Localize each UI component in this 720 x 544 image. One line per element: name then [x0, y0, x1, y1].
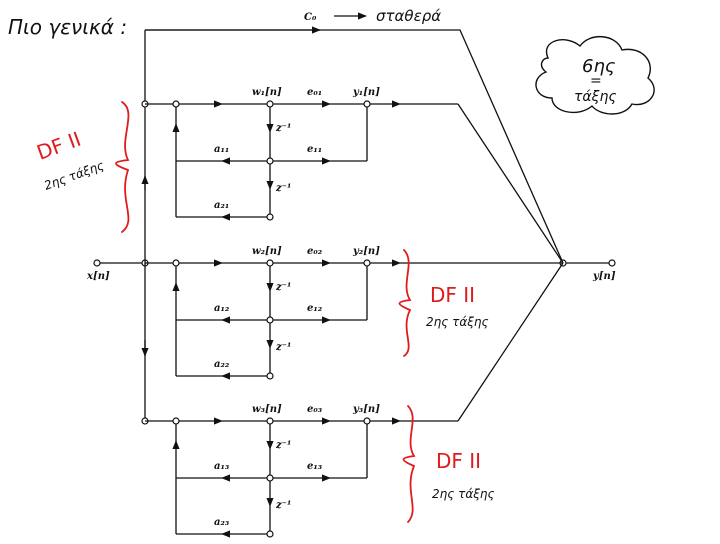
z-inverse-label-1: z⁻¹ [275, 440, 291, 451]
y-label: y₃[n] [352, 404, 380, 415]
delay1-node [266, 316, 274, 324]
w-node [266, 100, 274, 108]
delay2-node [266, 530, 274, 538]
w-label: w₁[n] [252, 87, 282, 98]
z-inverse-label-1: z⁻¹ [275, 123, 291, 134]
y-label: y₁[n] [352, 87, 380, 98]
order-note-line1: 6ης [582, 56, 616, 77]
annotation-title: DF II [34, 127, 85, 165]
y-node [363, 100, 371, 108]
a1-label: a₁₁ [214, 144, 229, 155]
curly-brace [402, 405, 416, 523]
e1-label: e₁₁ [307, 144, 322, 155]
input-node [93, 259, 101, 267]
c0-label: C₀ [304, 12, 317, 23]
w-node [266, 259, 274, 267]
z-inverse-label-1: z⁻¹ [275, 282, 291, 293]
e0-label: e₀₁ [307, 87, 322, 98]
y-node [363, 417, 371, 425]
w-node [266, 417, 274, 425]
curly-brace [115, 101, 130, 233]
adder-node [172, 259, 180, 267]
a1-label: a₁₂ [214, 303, 230, 314]
to-sum-wire [457, 262, 564, 422]
w-label: w₂[n] [252, 246, 282, 257]
y-node [363, 259, 371, 267]
a1-label: a₁₃ [214, 461, 230, 472]
adder-node [172, 417, 180, 425]
z-inverse-label-2: z⁻¹ [275, 500, 291, 511]
df2-section-1: w₁[n] e₀₁ y₁[n] a₁₁ e₁₁ a₂₁ z⁻¹ z⁻¹ [141, 87, 564, 264]
output-label: y[n] [592, 271, 616, 282]
annotation-title: DF II [430, 283, 475, 307]
df2-section-2: w₂[n] e₀₂ y₂[n] a₁₂ e₁₂ a₂₂ z⁻¹ z⁻¹ [145, 246, 563, 380]
annotation-subtitle: 2ης τάξης [432, 487, 495, 501]
e0-label: e₀₃ [307, 404, 323, 415]
annotation-title: DF II [436, 449, 481, 473]
sections-group: w₁[n] e₀₁ y₁[n] a₁₁ e₁₁ a₂₁ z⁻¹ z⁻¹ w₂[n] e₀₂ y₂[n… [141, 87, 564, 538]
w-label: w₃[n] [252, 404, 282, 415]
delay2-node [266, 213, 274, 221]
e1-label: e₁₃ [307, 461, 323, 472]
output-node [608, 259, 616, 267]
dfii-annotation-2: DF II 2ης τάξης [398, 249, 489, 357]
z-inverse-label-2: z⁻¹ [275, 183, 291, 194]
z-inverse-label-2: z⁻¹ [275, 342, 291, 353]
c0-note: σταθερά [376, 7, 441, 25]
annotation-subtitle: 2ης τάξης [42, 158, 106, 193]
dfii-annotation-3: DF II 2ης τάξης [402, 405, 495, 523]
a2-label: a₂₃ [214, 517, 230, 528]
input-label: x[n] [86, 271, 110, 282]
heading-text: Πιο γενικά : [8, 15, 127, 39]
c0-path [145, 29, 564, 264]
a2-label: a₂₁ [214, 200, 229, 211]
delay2-node [266, 372, 274, 380]
order-note-line3: τάξης [574, 89, 617, 105]
order-note-line2: = [590, 73, 602, 89]
annotation-subtitle: 2ης τάξης [426, 315, 489, 329]
e0-label: e₀₂ [307, 246, 323, 257]
delay1-node [266, 474, 274, 482]
to-sum-wire [457, 103, 564, 264]
order-note-cloud [535, 36, 655, 115]
y-label: y₂[n] [352, 246, 380, 257]
a2-label: a₂₂ [214, 359, 230, 370]
delay1-node [266, 157, 274, 165]
df2-section-3: w₃[n] e₀₃ y₃[n] a₁₃ e₁₃ a₂₃ z⁻¹ z⁻¹ [141, 262, 564, 538]
e1-label: e₁₂ [307, 303, 323, 314]
adder-node [172, 100, 180, 108]
curly-brace [398, 249, 412, 357]
